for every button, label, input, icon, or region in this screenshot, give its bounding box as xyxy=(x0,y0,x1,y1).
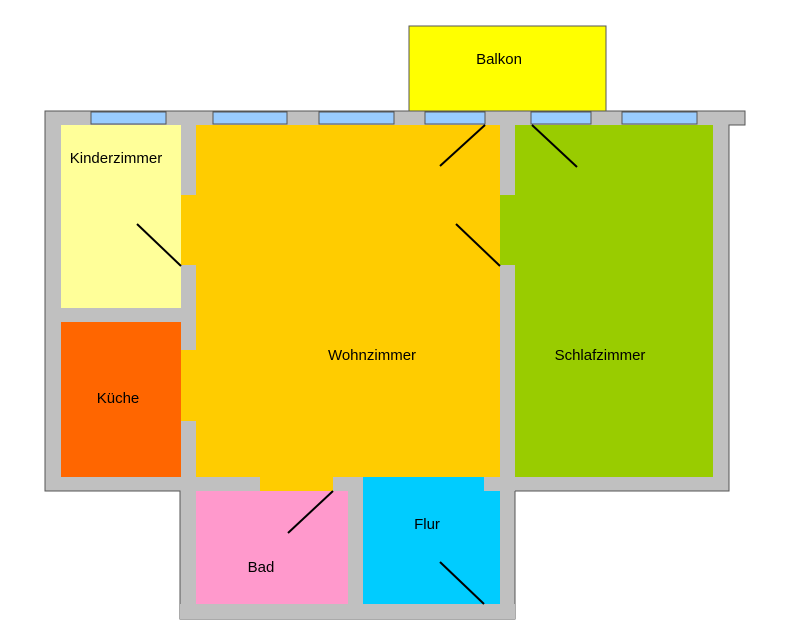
wall-left-lower xyxy=(181,421,196,491)
label-bad: Bad xyxy=(248,559,275,576)
window xyxy=(318,111,395,125)
door-bad xyxy=(287,490,334,534)
window xyxy=(621,111,698,125)
window xyxy=(530,111,592,125)
doors xyxy=(136,124,578,605)
door-balkon-wohnzimmer xyxy=(439,124,486,167)
wall-right-lower xyxy=(500,265,515,491)
interior-walls xyxy=(61,125,515,619)
room-flur xyxy=(363,477,500,604)
room-kinderzimmer xyxy=(61,125,181,308)
door-kinderzimmer xyxy=(136,223,182,267)
door-flur xyxy=(439,561,485,605)
label-balkon: Balkon xyxy=(476,51,522,68)
room-bad xyxy=(196,491,348,604)
label-flur: Flur xyxy=(414,516,440,533)
label-kueche: Küche xyxy=(97,390,140,407)
windows xyxy=(90,111,698,125)
label-kinderzimmer: Kinderzimmer xyxy=(70,150,163,167)
window xyxy=(212,111,288,125)
wall-left-middle xyxy=(181,265,196,350)
door-schlafzimmer xyxy=(455,223,501,267)
wall-bad-flur xyxy=(348,477,363,605)
wall-bad-top-left xyxy=(196,477,260,491)
wall-flur-top xyxy=(484,477,515,491)
wall-bottom xyxy=(180,604,515,619)
window xyxy=(424,111,486,125)
room-kueche xyxy=(61,322,181,477)
door-schlafzimmer-window xyxy=(531,124,578,168)
label-schlafzimmer: Schlafzimmer xyxy=(555,347,646,364)
room-schlafzimmer xyxy=(500,125,713,477)
window xyxy=(90,111,167,125)
room-balkon xyxy=(408,25,607,112)
wall-left-upper xyxy=(181,125,196,195)
wall-right-upper xyxy=(500,125,515,195)
room-wohnzimmer xyxy=(181,125,500,491)
wall-kinder-kueche xyxy=(61,308,196,322)
label-wohnzimmer: Wohnzimmer xyxy=(328,347,416,364)
